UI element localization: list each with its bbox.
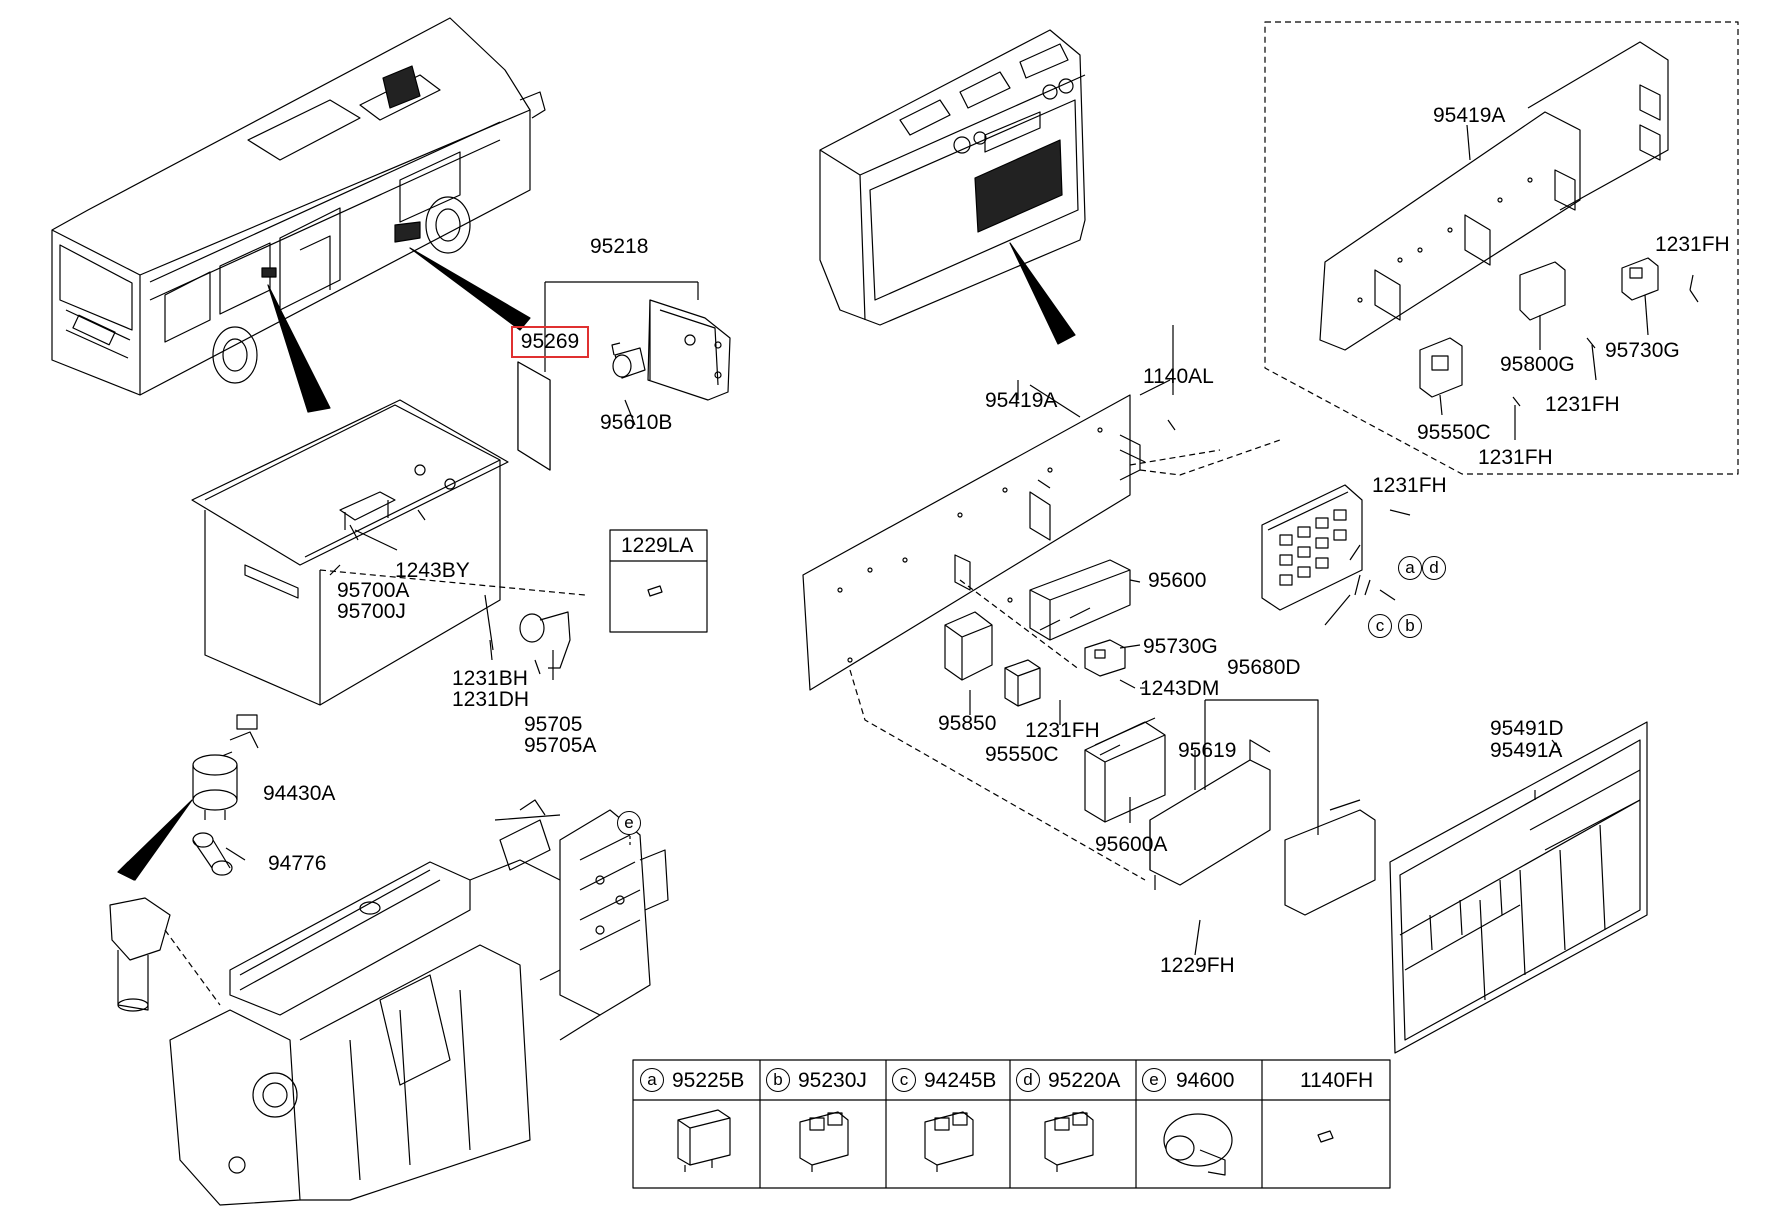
part-label: 95730G	[1143, 635, 1218, 658]
dashboard-panel-illustration	[819, 29, 1086, 345]
part-label: 95850	[938, 712, 997, 735]
module-95600A	[1084, 717, 1166, 823]
part-label: 1231BH	[452, 667, 528, 690]
part-label: 1231DH	[452, 688, 530, 711]
part-label: 95619	[1178, 739, 1237, 762]
part-label: 1243DM	[1140, 677, 1220, 700]
part-label: 95610B	[600, 411, 673, 434]
module-95850	[944, 611, 993, 681]
part-label: 95700A	[337, 579, 410, 602]
part-label: 1229FH	[1160, 954, 1235, 977]
sensor-icon	[1163, 1113, 1233, 1176]
part-label: 95600	[1148, 569, 1207, 592]
mounting-plate-95419A	[802, 325, 1281, 881]
screw-icon	[1317, 1130, 1334, 1143]
relay-icon	[1044, 1111, 1094, 1172]
part-label: 1231FH	[1025, 719, 1100, 742]
part-label: 1231FH	[1545, 393, 1620, 416]
bracket-95619	[1149, 739, 1271, 890]
bracket-95218-illustration	[517, 281, 731, 471]
legend-code: 95225B	[672, 1069, 745, 1092]
legend-circle: a	[640, 1068, 664, 1092]
part-label: 95705A	[524, 734, 597, 757]
part-label: 1231FH	[1655, 233, 1730, 256]
module-95550C-main	[1004, 659, 1041, 707]
callout-d: d	[1422, 556, 1446, 580]
part-label: 95700J	[337, 600, 406, 623]
part-label: 1140AL	[1143, 365, 1214, 388]
part-label: 95800G	[1500, 353, 1575, 376]
bracket-95680D	[1284, 799, 1376, 916]
relay-box	[1261, 484, 1363, 611]
inset-panel	[1264, 21, 1739, 475]
battery-box-illustration	[191, 399, 586, 706]
relay-icon	[924, 1111, 974, 1172]
callout-b: b	[1398, 614, 1422, 638]
part-label: 95419A	[985, 389, 1058, 412]
screw-1243DM	[1119, 679, 1136, 689]
label-sheet	[1389, 721, 1648, 1054]
legend-code: 95230J	[798, 1069, 867, 1092]
relay-icon	[799, 1111, 849, 1172]
part-label: 95600A	[1095, 833, 1168, 856]
legend-code: 94600	[1176, 1069, 1235, 1092]
part-label: 95550C	[985, 743, 1059, 766]
module-95600	[1029, 559, 1131, 641]
part-label: 95705	[524, 713, 583, 736]
part-label: 94430A	[263, 782, 336, 805]
engine-illustration	[109, 714, 669, 1206]
part-label: 1231FH	[1478, 446, 1553, 469]
leader-lines	[225, 379, 1411, 956]
part-label: 95218	[590, 235, 649, 258]
legend-code: 94245B	[924, 1069, 997, 1092]
legend-circle: b	[766, 1068, 790, 1092]
part-box-1229LA	[609, 529, 708, 633]
callout-a: a	[1398, 556, 1422, 580]
callout-c: c	[1368, 614, 1392, 638]
legend-circle: c	[892, 1068, 916, 1092]
callout-e: e	[617, 811, 641, 835]
legend-circle: d	[1016, 1068, 1040, 1092]
part-label: 1243BY	[395, 559, 470, 582]
module-95730G-main	[1084, 639, 1126, 677]
part-label: 95730G	[1605, 339, 1680, 362]
part-label: 95419A	[1433, 104, 1506, 127]
part-label: 1231FH	[1372, 474, 1447, 497]
relay-icon	[677, 1109, 731, 1172]
bus-illustration	[51, 17, 546, 413]
legend-table	[632, 1059, 1391, 1189]
part-label-highlighted[interactable]: 95269	[511, 326, 589, 358]
part-label: 95491D	[1490, 717, 1564, 740]
part-label: 95680D	[1227, 656, 1301, 679]
legend-code: 95220A	[1048, 1069, 1121, 1092]
legend-circle: e	[1142, 1068, 1166, 1092]
part-label: 95491A	[1490, 739, 1563, 762]
legend-code: 1140FH	[1300, 1069, 1374, 1092]
part-label: 95550C	[1417, 421, 1491, 444]
part-label: 1229LA	[621, 534, 694, 557]
part-label: 94776	[268, 852, 327, 875]
